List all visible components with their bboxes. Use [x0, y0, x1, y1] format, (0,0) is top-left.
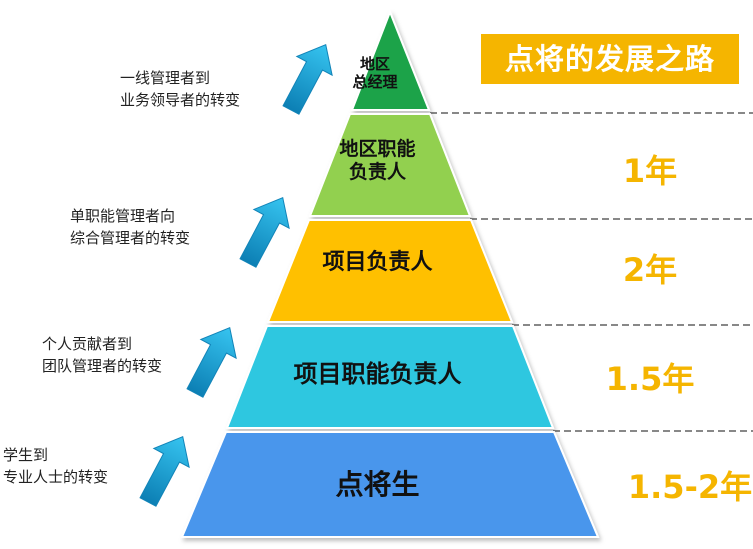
transition-note-line: 业务领导者的转变: [120, 91, 241, 109]
transition-note: 学生到 专业人士的转变: [3, 444, 108, 488]
duration-label: 1.5-2年: [627, 468, 753, 506]
transition-note-line: 综合管理者的转变: [70, 229, 191, 247]
level-label-line: 项目负责人: [322, 250, 433, 275]
arrow-icon: [139, 435, 190, 507]
pyramid-tier-5: [180, 431, 600, 538]
transition-note-line: 一线管理者到: [120, 69, 211, 87]
level-label-regional-function-lead: 地区职能 负责人: [325, 138, 430, 184]
level-label-line: 地区职能: [339, 138, 416, 160]
transition-note-line: 专业人士的转变: [3, 468, 109, 486]
level-label-project-lead: 项目负责人: [290, 250, 465, 276]
level-label-line: 项目职能负责人: [293, 360, 462, 388]
transition-note: 个人贡献者到 团队管理者的转变: [42, 333, 162, 377]
pyramid-tier-2: [308, 113, 472, 217]
pyramid-tier-3: [266, 219, 514, 323]
arrow-icon: [186, 326, 237, 398]
pyramid-tier-4: [225, 325, 555, 429]
level-label-line: 负责人: [348, 160, 406, 183]
level-label-project-function-lead: 项目职能负责人: [240, 360, 515, 389]
diagram-title: 点将的发展之路: [481, 34, 739, 84]
level-label-trainee: 点将生: [240, 468, 515, 502]
transition-note-line: 个人贡献者到: [42, 335, 133, 353]
arrow-icon: [282, 43, 333, 115]
transition-note-line: 单职能管理者向: [70, 207, 176, 225]
level-label-line: 点将生: [335, 468, 420, 501]
level-label-line: 地区: [359, 55, 390, 73]
transition-note-line: 团队管理者的转变: [42, 357, 163, 375]
level-label-line: 总经理: [352, 73, 398, 91]
pyramid-tier-1: [350, 9, 431, 111]
duration-label: 1.5年: [605, 360, 695, 398]
transition-note: 一线管理者到 业务领导者的转变: [120, 67, 240, 111]
arrow-icon: [239, 196, 290, 268]
duration-label: 2年: [622, 251, 678, 289]
level-label-regional-gm: 地区 总经理: [340, 55, 410, 91]
duration-label: 1年: [622, 152, 678, 190]
transition-note: 单职能管理者向 综合管理者的转变: [70, 205, 190, 249]
transition-note-line: 学生到: [3, 446, 49, 464]
